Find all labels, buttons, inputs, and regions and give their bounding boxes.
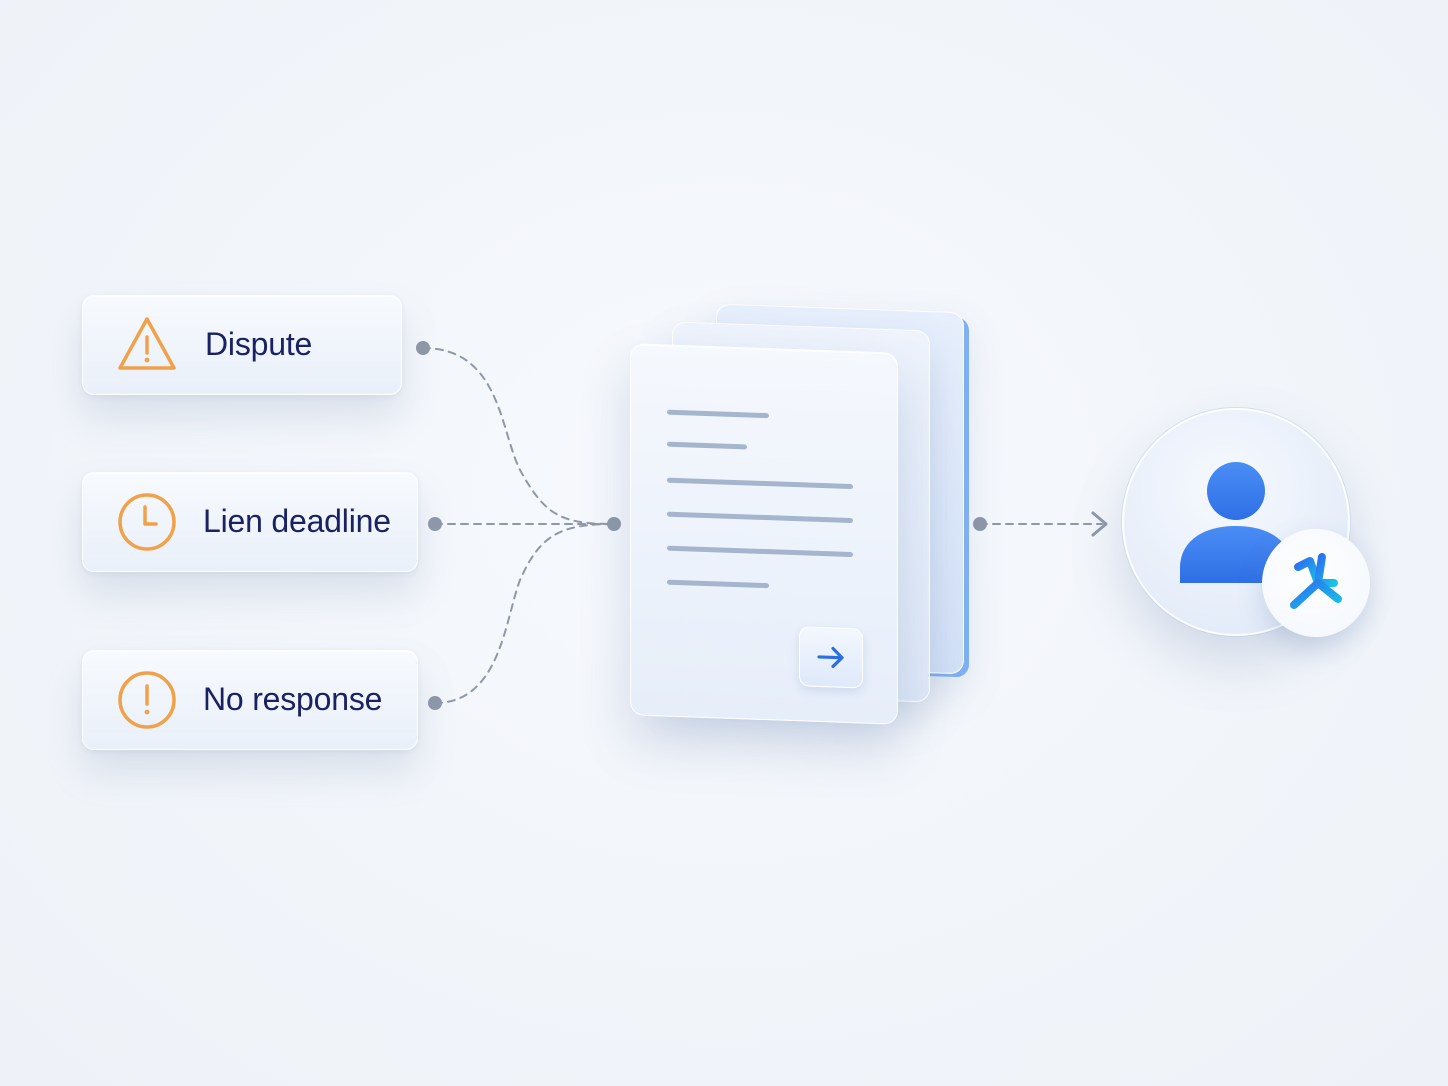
arrow-right-icon xyxy=(817,646,844,669)
document-stack-icon[interactable] xyxy=(628,300,968,730)
trigger-label: Lien deadline xyxy=(203,502,391,539)
document-text-line xyxy=(667,511,853,524)
connector-noresp xyxy=(434,523,615,704)
trigger-card-dispute[interactable]: Dispute xyxy=(82,295,402,395)
document-sheet-front xyxy=(630,343,898,725)
document-text-line xyxy=(667,441,747,450)
document-send-button[interactable] xyxy=(799,626,863,689)
connector-dot-document xyxy=(973,517,987,531)
warning-triangle-icon xyxy=(115,313,179,377)
connector-dot-merge xyxy=(607,517,621,531)
document-text-line xyxy=(667,409,769,419)
connector-dot-dispute xyxy=(416,341,430,355)
clock-icon xyxy=(115,490,179,554)
trigger-card-lien-deadline[interactable]: Lien deadline xyxy=(82,472,418,572)
trigger-card-no-response[interactable]: No response xyxy=(82,650,418,750)
alert-circle-icon xyxy=(115,668,179,732)
connector-dispute xyxy=(422,347,615,525)
trigger-label: No response xyxy=(203,680,383,717)
document-text-line xyxy=(667,545,853,558)
connector-dot-noresp xyxy=(428,696,442,710)
document-text-line xyxy=(667,477,853,490)
arrowhead-icon xyxy=(1091,511,1108,537)
connector-dot-lien xyxy=(428,517,442,531)
document-text-line xyxy=(667,579,769,589)
ai-spark-icon xyxy=(1290,553,1342,609)
ai-badge[interactable] xyxy=(1262,529,1370,637)
trigger-label: Dispute xyxy=(205,325,313,362)
